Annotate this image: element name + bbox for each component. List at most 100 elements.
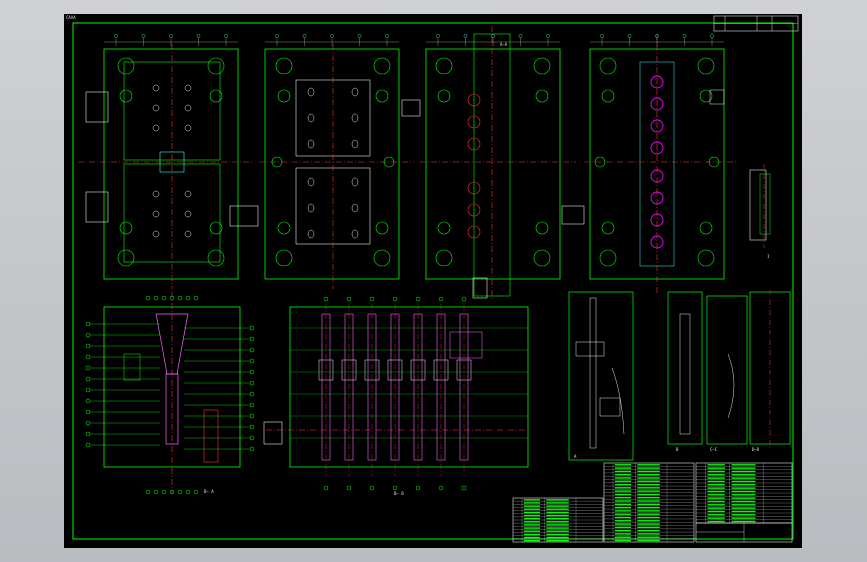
parts-cell-text xyxy=(523,533,540,536)
balloon xyxy=(392,485,398,491)
balloon xyxy=(461,296,467,302)
parts-cell-text xyxy=(614,487,631,489)
balloon xyxy=(546,34,550,38)
view-label-plan-3: A—A xyxy=(500,42,508,47)
balloon xyxy=(249,402,255,408)
parts-cell-text xyxy=(614,516,631,519)
corner-bolt-holes xyxy=(117,57,225,267)
parts-cell-text xyxy=(614,490,631,492)
balloon xyxy=(141,34,146,38)
heater-band xyxy=(341,359,357,381)
parts-cell-text xyxy=(731,510,756,513)
parts-cell-text xyxy=(707,504,725,506)
parts-cell-text xyxy=(707,487,725,489)
section-view-bb[interactable]: B— B xyxy=(263,306,529,496)
balloon xyxy=(600,34,604,38)
parts-cell-text xyxy=(546,536,569,539)
balloon xyxy=(85,431,91,437)
parts-cell-text xyxy=(637,523,660,525)
parts-cell-text xyxy=(523,511,540,514)
parts-cell-text xyxy=(614,480,631,482)
plan-view-3[interactable]: A—A xyxy=(401,26,585,299)
balloon xyxy=(249,325,255,331)
parts-cell-text xyxy=(707,480,725,483)
parts-cell-text xyxy=(523,527,540,529)
parts-cell-text xyxy=(637,470,660,473)
parts-cell-text xyxy=(731,500,756,503)
parts-cell-text xyxy=(614,503,631,505)
balloon xyxy=(161,489,167,495)
parts-cell-text xyxy=(523,524,540,526)
balloon xyxy=(185,295,191,301)
parts-cell-text xyxy=(614,510,631,512)
sheet-stamp: CAXA xyxy=(66,15,76,20)
parts-cell-text xyxy=(614,477,631,479)
parts-cell-text xyxy=(546,505,569,507)
detail-view-a[interactable]: A xyxy=(568,291,634,461)
parts-cell-text xyxy=(731,480,756,483)
detail-view-b[interactable]: B xyxy=(667,291,703,452)
balloon xyxy=(249,369,255,375)
parts-cell-text xyxy=(523,502,540,504)
parts-cell-text xyxy=(614,523,631,525)
balloon xyxy=(415,485,421,491)
balloon xyxy=(85,321,91,327)
drawing-sheet[interactable]: CAXA xyxy=(64,14,802,548)
section-view-aa[interactable]: B— A xyxy=(103,292,241,494)
parts-cell-text xyxy=(614,464,631,466)
balloon xyxy=(249,435,255,441)
plan-view-1[interactable] xyxy=(78,44,259,289)
section-view-dd[interactable]: D—D xyxy=(749,290,791,452)
balloon xyxy=(85,343,91,349)
title-header xyxy=(713,15,799,32)
parts-cell-text xyxy=(614,493,631,496)
balloon xyxy=(385,34,389,38)
parts-cell-text xyxy=(523,514,540,517)
balloon xyxy=(169,489,175,495)
sprue-bushing xyxy=(155,313,189,445)
balloon xyxy=(85,365,91,371)
parts-cell-text xyxy=(637,497,660,499)
parts-cell-text xyxy=(523,508,540,510)
parts-cell-text xyxy=(731,470,756,473)
balloon xyxy=(415,296,421,302)
parts-cell-text xyxy=(614,526,631,529)
balloon xyxy=(145,295,151,301)
heater-band xyxy=(410,359,426,381)
balloon xyxy=(346,296,352,302)
parts-cell-text xyxy=(731,477,756,479)
parts-cell-text xyxy=(637,467,660,469)
parts-cell-text xyxy=(637,487,660,489)
balloon xyxy=(114,34,118,38)
balloon xyxy=(682,34,687,38)
view-label-section-bb: B— B xyxy=(394,491,404,496)
parts-cell-text xyxy=(546,499,569,501)
balloon xyxy=(323,485,329,491)
section-view-cc[interactable]: C—C xyxy=(706,295,748,452)
parts-cell-text xyxy=(523,521,540,523)
parts-cell-text xyxy=(637,526,660,529)
parts-cell-text xyxy=(731,474,756,476)
parts-cell-text xyxy=(546,517,569,520)
parts-cell-text xyxy=(546,521,569,523)
parts-cell-text xyxy=(637,490,660,492)
parts-cell-text xyxy=(707,514,725,516)
parts-cell-text xyxy=(707,497,725,499)
balloon xyxy=(153,295,159,301)
balloon xyxy=(249,424,255,430)
small-detail-view[interactable]: I xyxy=(749,164,771,259)
plan-view-2[interactable] xyxy=(259,44,414,289)
parts-cell-text xyxy=(707,494,725,496)
parts-cell-text xyxy=(731,504,756,506)
heater-band xyxy=(318,359,334,381)
parts-cell-text xyxy=(707,490,725,493)
parts-cell-text xyxy=(707,510,725,513)
parts-cell-text xyxy=(731,514,756,516)
parts-cell-text xyxy=(523,530,540,532)
balloon xyxy=(491,34,495,38)
plan-view-4[interactable] xyxy=(584,34,738,294)
parts-cell-text xyxy=(614,539,631,542)
balloon xyxy=(302,34,307,38)
parts-cell-text xyxy=(614,520,631,522)
